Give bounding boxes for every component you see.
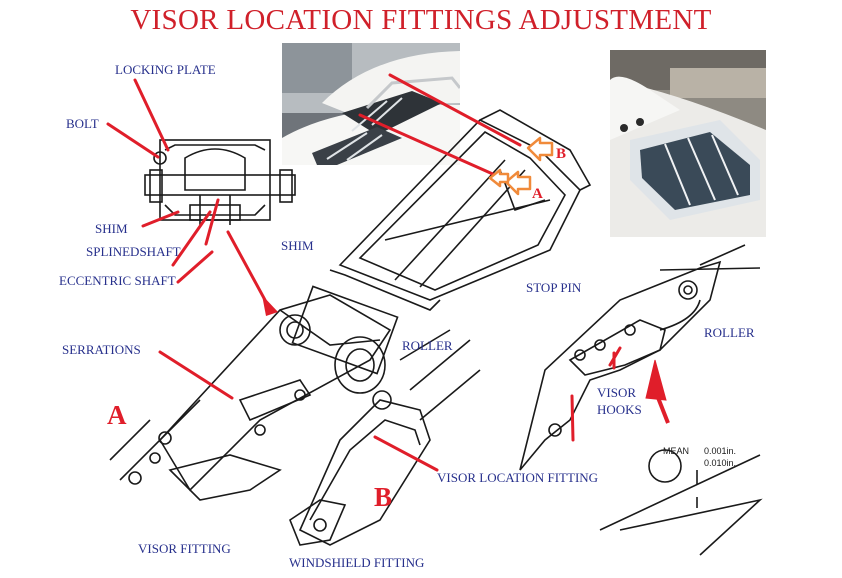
- marker-b-small: B: [556, 146, 567, 162]
- page-title: VISOR LOCATION FITTINGS ADJUSTMENT: [130, 4, 712, 36]
- orange-arrow-b: [526, 136, 554, 162]
- label-mean: MEAN: [663, 446, 690, 456]
- label-shim-left: SHIM: [95, 221, 128, 236]
- label-bolt: BOLT: [66, 116, 99, 131]
- label-visor-fitting: VISOR FITTING: [138, 541, 231, 556]
- label-eccentric-shaft: ECCENTRIC SHAFT: [59, 273, 176, 288]
- label-mean-value-2: 0.010in.: [704, 458, 737, 468]
- aircraft-nose-photo: [610, 50, 766, 237]
- marker-a-small: A: [532, 186, 543, 202]
- label-locking-plate: LOCKING PLATE: [115, 62, 216, 77]
- label-mean-value-1: 0.001in.: [704, 446, 737, 456]
- label-stop-pin: STOP PIN: [526, 280, 582, 295]
- visor-hook-drawing: [519, 244, 763, 556]
- label-splined-shaft: SPLINEDSHAFT: [86, 244, 181, 259]
- cockpit-photo-closeup-image: [282, 43, 460, 165]
- label-visor: VISOR: [597, 385, 637, 400]
- label-roller-center: ROLLER: [402, 338, 453, 353]
- marker-a-large: A: [107, 400, 127, 430]
- eccentric-shaft-assembly-drawing: [144, 139, 296, 225]
- cockpit-photo-closeup: [282, 43, 460, 165]
- label-roller-right: ROLLER: [704, 325, 755, 340]
- visor-fitting-drawing: [109, 285, 481, 546]
- marker-b-large: B: [374, 482, 393, 512]
- label-visor-location-fitting: VISOR LOCATION FITTING: [437, 470, 599, 485]
- label-hooks: HOOKS: [597, 402, 642, 417]
- label-windshield-fitting: WINDSHIELD FITTING: [289, 555, 425, 570]
- orange-arrow-small: [488, 168, 510, 188]
- label-serrations: SERRATIONS: [62, 342, 141, 357]
- visor-perspective-drawing: [329, 109, 592, 311]
- label-shim-right: SHIM: [281, 238, 314, 253]
- orange-arrow-a: [504, 170, 532, 196]
- aircraft-nose-photo-image: [610, 50, 766, 237]
